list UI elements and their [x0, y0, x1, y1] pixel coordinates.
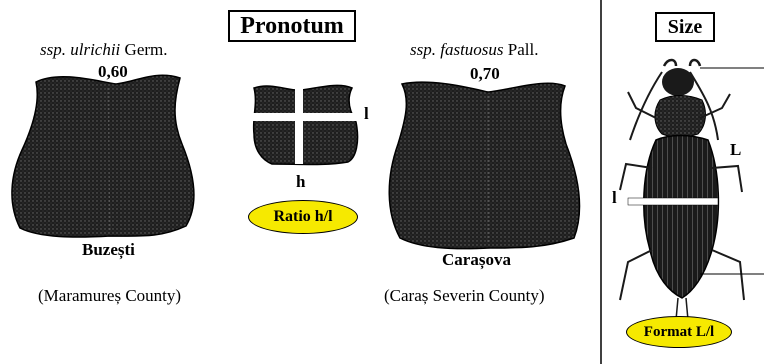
left-subspecies-name: ssp. ulrichii — [40, 40, 120, 59]
pronotum-small-drawing — [254, 85, 358, 164]
beetle-drawing — [620, 60, 744, 320]
right-subspecies-name: ssp. fastuosus — [410, 40, 504, 59]
height-measure-bar-h — [295, 86, 303, 164]
size-l-label: l — [612, 188, 617, 208]
right-subspecies-author: Pall. — [508, 40, 539, 59]
left-locality: Buzești — [82, 240, 135, 260]
ratio-badge: Ratio h/l — [248, 200, 358, 234]
left-subspecies-label: ssp. ulrichii Germ. — [40, 40, 168, 60]
left-ratio-value: 0,60 — [98, 62, 128, 82]
left-subspecies-author: Germ. — [125, 40, 168, 59]
pronotum-left-drawing — [12, 75, 194, 237]
beetle-width-bar-l — [628, 198, 718, 205]
size-title: Size — [655, 12, 715, 42]
size-L-label: L — [730, 140, 741, 160]
left-county: (Maramureș County) — [38, 286, 181, 306]
right-locality: Carașova — [442, 250, 511, 270]
right-ratio-value: 0,70 — [470, 64, 500, 84]
format-badge: Format L/l — [626, 316, 732, 348]
right-subspecies-label: ssp. fastuosus Pall. — [410, 40, 538, 60]
pronotum-right-drawing — [389, 82, 579, 249]
pronotum-title: Pronotum — [228, 10, 356, 42]
diagram-h-label: h — [296, 172, 305, 192]
diagram-l-label: l — [364, 104, 369, 124]
right-county: (Caraș Severin County) — [384, 286, 545, 306]
